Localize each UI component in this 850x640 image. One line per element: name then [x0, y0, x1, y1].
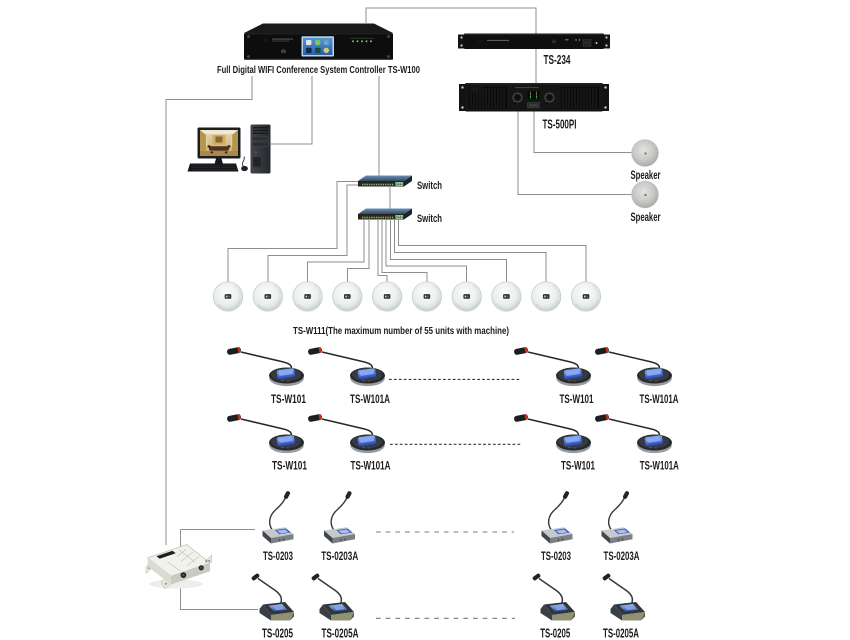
svg-text:TS-W101A: TS-W101A [640, 392, 679, 406]
svg-text:TS-0205: TS-0205 [540, 627, 570, 640]
svg-text:TS-500PI: TS-500PI [543, 118, 577, 132]
svg-text:itc: itc [472, 87, 480, 93]
svg-text:TS-0203A: TS-0203A [321, 549, 358, 563]
svg-text:Switch: Switch [417, 213, 442, 225]
svg-text:TS-0203: TS-0203 [263, 549, 293, 563]
svg-text:TS-W101: TS-W101 [271, 392, 306, 406]
svg-text:TS-234: TS-234 [544, 53, 571, 67]
svg-text:TS-0205: TS-0205 [262, 627, 293, 640]
svg-text:TS-W101A: TS-W101A [351, 459, 391, 473]
svg-text:TS-W101A: TS-W101A [350, 392, 390, 406]
svg-text:itc: itc [262, 38, 268, 44]
svg-text:TS-0205A: TS-0205A [603, 627, 639, 640]
svg-text:TS-0203A: TS-0203A [604, 549, 640, 563]
svg-text:TS-0205A: TS-0205A [322, 627, 359, 640]
svg-text:TS-0203: TS-0203 [541, 549, 571, 563]
svg-text:TS-W111(The maximum number of: TS-W111(The maximum number of 55 units w… [293, 326, 509, 337]
svg-text:Speaker: Speaker [631, 168, 661, 182]
svg-text:itc: itc [478, 39, 484, 45]
svg-text:Speaker: Speaker [631, 210, 661, 224]
svg-text:TS-W101: TS-W101 [561, 459, 595, 473]
svg-text:Switch: Switch [417, 180, 442, 192]
svg-text:TS-W101A: TS-W101A [640, 459, 679, 473]
svg-text:TS-W101: TS-W101 [560, 392, 594, 406]
svg-text:Full Digital WIFI Conference S: Full Digital WIFI Conference System Cont… [217, 64, 420, 76]
svg-text:TS-W101: TS-W101 [272, 459, 307, 473]
